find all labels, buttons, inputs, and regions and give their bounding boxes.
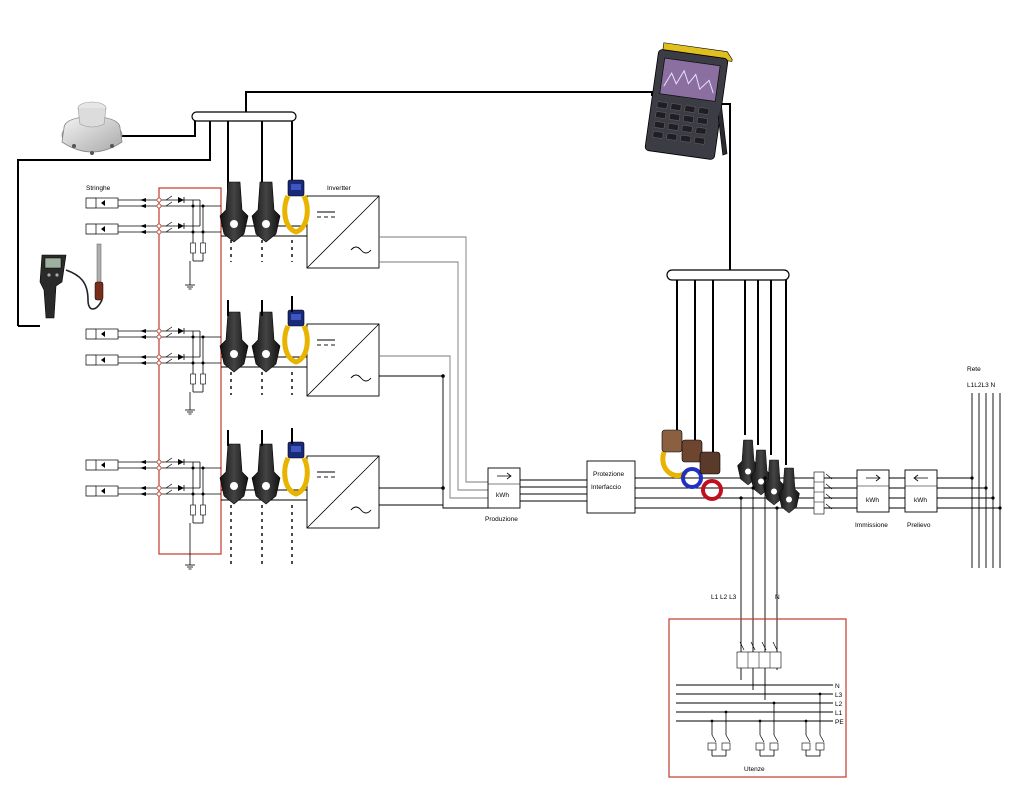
protezione-label-1: Protezione xyxy=(593,471,624,478)
main-breaker xyxy=(813,471,833,515)
inverter-2 xyxy=(306,323,380,397)
produzione-label: Produzione xyxy=(485,516,518,523)
prelievo-meter: kWh Prelievo xyxy=(904,469,938,529)
utenze-phases-label: L1 L2 L3 xyxy=(711,594,737,601)
protezione-interfaccia-box: Protezione Interfaccio xyxy=(586,460,636,514)
ground-icon xyxy=(185,284,195,290)
current-clamp-icon xyxy=(778,467,800,514)
pv-string-icon xyxy=(95,459,119,471)
utenze-label: Utenze xyxy=(744,766,765,773)
bus-l1-label: L1 xyxy=(835,710,843,717)
ground-icon xyxy=(185,564,195,570)
flex-clamp-icon xyxy=(285,180,308,232)
string-row xyxy=(85,457,221,471)
arrow-right-icon xyxy=(497,472,512,480)
string-group-3 xyxy=(85,457,221,570)
bus-pe-label: PE xyxy=(835,719,844,726)
left-measurement-bus xyxy=(191,111,297,122)
surge-protector xyxy=(189,504,206,565)
current-clamp-icon xyxy=(251,311,281,373)
utenze-busbars xyxy=(676,684,833,722)
string-group-2 xyxy=(85,326,221,415)
dc-clamps xyxy=(219,180,308,505)
arrow-left-icon xyxy=(913,474,928,482)
current-clamp-icon xyxy=(219,311,249,373)
pyranometer-icon xyxy=(61,101,123,155)
surge-protector xyxy=(189,242,206,285)
string-row xyxy=(85,221,221,235)
string-row xyxy=(85,326,221,340)
left-clamp-leads xyxy=(227,121,293,190)
pv-string-icon xyxy=(95,485,119,497)
arrow-right-icon xyxy=(866,474,881,482)
flex-clamp-icon xyxy=(681,439,703,489)
clamp-dashes xyxy=(230,240,293,566)
utenze-breaker xyxy=(736,641,782,669)
prelievo-label: Prelievo xyxy=(907,522,931,529)
ground-icon xyxy=(185,409,195,415)
flex-clamp-icon xyxy=(699,451,723,501)
string-row xyxy=(85,352,221,366)
protezione-label-2: Interfaccio xyxy=(591,484,621,491)
inverter-label: Invertter xyxy=(327,185,352,192)
utenze-bus-labels: N L3 L2 L1 PE xyxy=(835,683,844,726)
pv-string-icon xyxy=(95,328,119,340)
current-clamp-icon xyxy=(219,443,249,505)
production-meter: kWh Produzione xyxy=(485,467,521,523)
inverter-icon xyxy=(306,195,380,269)
inverter-icon xyxy=(306,323,380,397)
string-groups xyxy=(85,195,221,570)
bus-l2-label: L2 xyxy=(835,701,843,708)
string-box-enclosure xyxy=(158,187,222,555)
thermometer-icon xyxy=(39,243,104,319)
string-group-1 xyxy=(85,195,221,290)
ac-flex-clamps xyxy=(660,429,723,501)
load-circuit-1 xyxy=(707,710,731,757)
immissione-label: Immissione xyxy=(855,522,888,529)
prelievo-unit: kWh xyxy=(914,497,927,504)
string-row xyxy=(85,195,221,209)
bus-l3-label: L3 xyxy=(835,692,843,699)
utenze-enclosure xyxy=(668,618,847,778)
rete-label: Rete xyxy=(967,366,981,373)
ac-wiring xyxy=(379,236,488,509)
production-meter-unit: kWh xyxy=(496,492,509,499)
prod-to-protection xyxy=(520,479,587,502)
immissione-meter: kWh Immissione xyxy=(855,469,890,529)
current-clamp-icon xyxy=(251,443,281,505)
inverter-3 xyxy=(306,455,380,529)
immissione-unit: kWh xyxy=(866,497,879,504)
stringhe-label: Stringhe xyxy=(86,185,111,192)
inverter-icon xyxy=(306,455,380,529)
pv-string-icon xyxy=(95,354,119,366)
ac-clamps xyxy=(737,439,800,514)
rete-grid: Rete L1L2L3 N xyxy=(967,366,1002,568)
flex-clamp-icon xyxy=(285,310,308,362)
bus-n-label: N xyxy=(835,683,840,690)
right-clamp-leads xyxy=(676,280,787,465)
load-circuit-2 xyxy=(755,701,779,757)
rete-phases-label: L1L2L3 N xyxy=(967,382,995,389)
utenze-loads xyxy=(707,692,825,757)
string-row xyxy=(85,483,221,497)
pv-string-icon xyxy=(95,223,119,235)
right-measurement-bus xyxy=(666,269,790,281)
surge-protector xyxy=(189,373,206,410)
inverter-1 xyxy=(306,195,380,269)
utenze-neutral-label: N xyxy=(775,594,780,601)
load-circuit-3 xyxy=(801,692,825,757)
current-clamp-icon xyxy=(251,181,281,243)
power-analyzer-icon xyxy=(644,42,733,160)
current-clamp-icon xyxy=(219,181,249,243)
clamp-lead-stubs xyxy=(227,296,293,446)
flex-clamp-icon xyxy=(285,442,308,494)
pv-string-icon xyxy=(95,197,119,209)
